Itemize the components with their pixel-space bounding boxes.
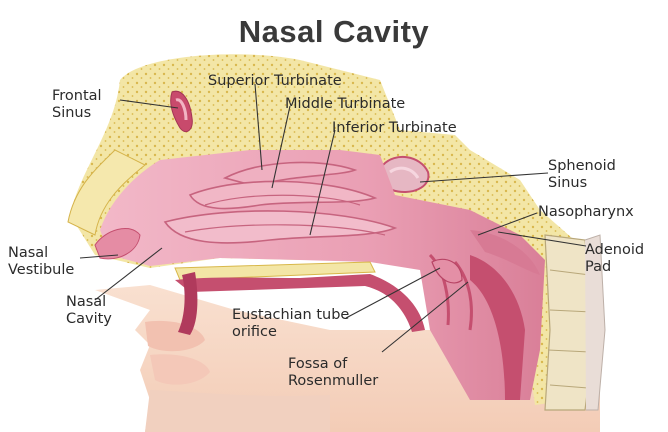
label-nasal-cavity: NasalCavity — [66, 294, 112, 328]
label-superior-turbinate: Superior Turbinate — [208, 73, 342, 90]
label-middle-turbinate: Middle Turbinate — [285, 96, 405, 113]
label-nasopharynx: Nasopharynx — [538, 204, 634, 221]
label-frontal-sinus: FrontalSinus — [52, 88, 102, 122]
label-inferior-turbinate: Inferior Turbinate — [332, 120, 457, 137]
label-nasal-vestibule: NasalVestibule — [8, 245, 74, 279]
label-adenoid-pad: AdenoidPad — [585, 242, 644, 276]
chin — [145, 390, 330, 432]
label-fossa-of-rosenmuller: Fossa ofRosenmuller — [288, 356, 378, 390]
label-eustachian-tube-orifice: Eustachian tubeorifice — [232, 307, 349, 341]
label-sphenoid-sinus: SphenoidSinus — [548, 158, 616, 192]
diagram-title: Nasal Cavity — [0, 14, 668, 50]
